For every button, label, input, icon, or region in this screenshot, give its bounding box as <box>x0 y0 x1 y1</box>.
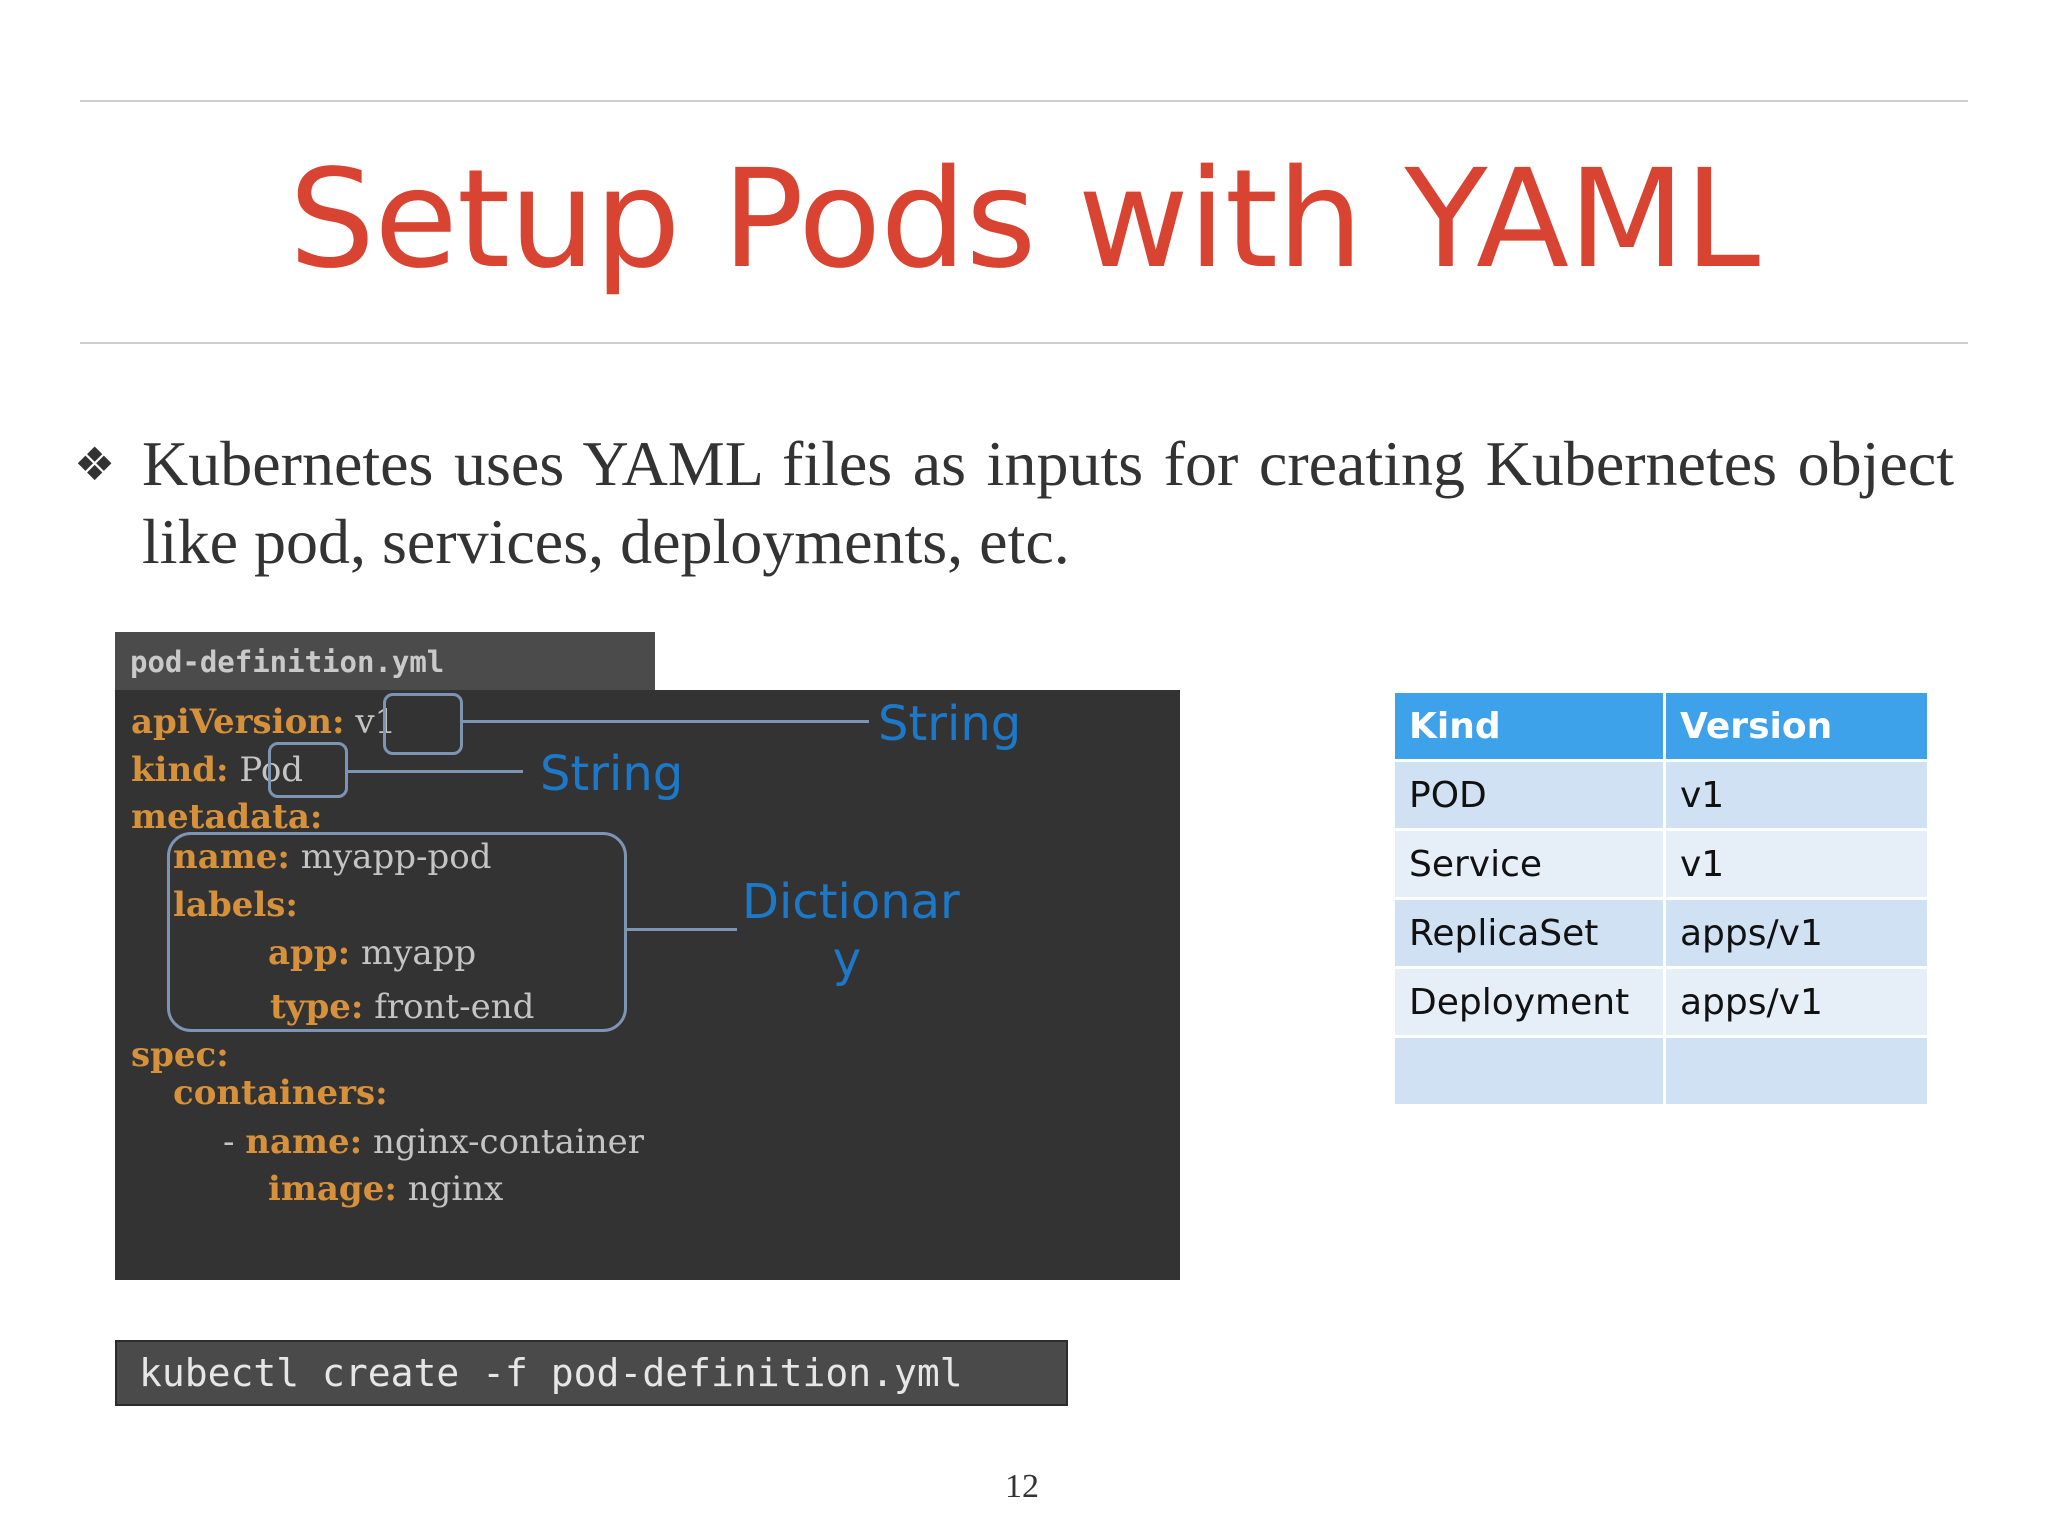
code-line-apiversion: apiVersion: v1 <box>131 702 397 742</box>
cell-version: apps/v1 <box>1666 969 1927 1035</box>
diamond-bullet-icon: ❖ <box>74 437 116 491</box>
kubectl-command-bar: kubectl create -f pod-definition.yml <box>115 1340 1068 1406</box>
cell-kind <box>1395 1038 1663 1104</box>
code-line-labels: labels: <box>173 885 298 925</box>
cell-version: v1 <box>1666 762 1927 828</box>
code-line-metadata: metadata: <box>131 797 323 837</box>
kind-type-annotation: String <box>540 746 684 802</box>
slide-title: Setup Pods with YAML <box>288 141 1760 299</box>
kind-connector-line <box>348 770 523 773</box>
apiversion-value-highlight <box>383 693 463 755</box>
title-divider <box>80 342 1968 344</box>
cell-version: v1 <box>1666 831 1927 897</box>
cell-kind: ReplicaSet <box>1395 900 1663 966</box>
cell-version <box>1666 1038 1927 1104</box>
page-number: 12 <box>1005 1468 1039 1505</box>
apiversion-connector-line <box>463 720 869 723</box>
header-version: Version <box>1666 693 1927 759</box>
kind-value-highlight <box>268 742 348 798</box>
labels-type-annotation: Dictionar y <box>742 873 960 989</box>
table-row: ReplicaSet apps/v1 <box>1395 900 1927 966</box>
table-row: Service v1 <box>1395 831 1927 897</box>
labels-annotation-line1: Dictionar <box>742 874 960 930</box>
code-line-image: image: nginx <box>268 1169 504 1209</box>
bullet-point: ❖ Kubernetes uses YAML files as inputs f… <box>74 425 1954 581</box>
code-line-containers: containers: <box>173 1073 388 1113</box>
code-line-spec: spec: <box>131 1035 229 1075</box>
labels-connector-line <box>627 928 737 931</box>
table-row: Deployment apps/v1 <box>1395 969 1927 1035</box>
labels-dictionary-highlight <box>167 832 627 1032</box>
bullet-text: Kubernetes uses YAML files as inputs for… <box>142 428 1954 577</box>
yaml-code-panel: apiVersion: v1 kind: Pod metadata: name:… <box>115 690 1180 1280</box>
code-line-kind: kind: Pod <box>131 750 304 790</box>
cell-version: apps/v1 <box>1666 900 1927 966</box>
cell-kind: Service <box>1395 831 1663 897</box>
cell-kind: POD <box>1395 762 1663 828</box>
table-row: POD v1 <box>1395 762 1927 828</box>
code-filename-tab: pod-definition.yml <box>115 632 655 692</box>
apiversion-type-annotation: String <box>878 696 1022 752</box>
top-divider <box>80 100 1968 102</box>
cell-kind: Deployment <box>1395 969 1663 1035</box>
code-line-container-name: - name: nginx-container <box>223 1122 645 1162</box>
code-line-name: name: myapp-pod <box>173 837 492 877</box>
table-header-row: Kind Version <box>1395 693 1927 759</box>
code-line-type: type: front-end <box>270 987 535 1027</box>
labels-annotation-line2: y <box>832 932 862 988</box>
table-row <box>1395 1038 1927 1104</box>
header-kind: Kind <box>1395 693 1663 759</box>
code-line-app: app: myapp <box>268 933 477 973</box>
kind-version-table: Kind Version POD v1 Service v1 ReplicaSe… <box>1392 690 1930 1107</box>
